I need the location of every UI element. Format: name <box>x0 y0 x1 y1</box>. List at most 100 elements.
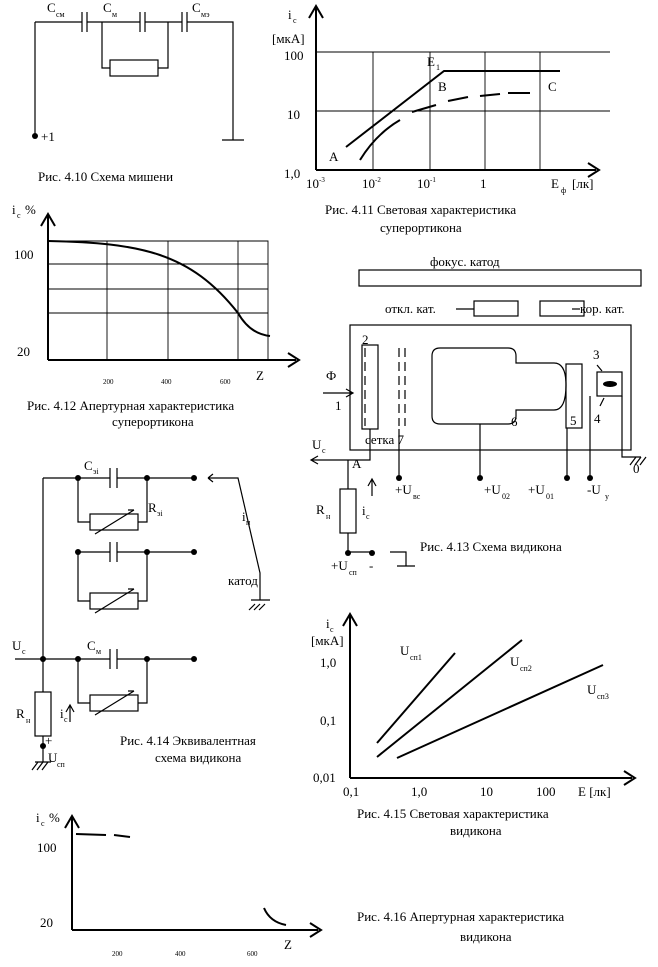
x-label: E [лк] <box>578 784 611 799</box>
y-axis <box>342 612 358 778</box>
usp-label: U <box>48 750 58 765</box>
series-3-sub: сп3 <box>597 692 609 701</box>
x-tick-600: 600 <box>220 378 231 386</box>
y-unit: % <box>49 810 60 825</box>
target-electrode <box>361 344 379 430</box>
c-me-sub: мэ <box>201 10 210 19</box>
x-tick-1: 1,0 <box>411 784 427 799</box>
plus-label: + <box>45 733 52 748</box>
y-tick-100: 100 <box>284 48 304 63</box>
x-tick-1e-2-exp: -2 <box>375 176 381 184</box>
y-unit: [мкА] <box>311 633 344 648</box>
series-2-label: U <box>510 654 520 669</box>
rn-label: R <box>16 706 25 721</box>
fig-4-14-caption-2: схема видикона <box>155 750 241 765</box>
y-axis <box>308 4 324 170</box>
y-tick-10: 10 <box>287 107 300 122</box>
terminal-dot <box>32 133 38 139</box>
mesh-grid <box>398 348 406 426</box>
fig-4-12-aperture-characteristic: i с % 100 20 200 400 600 Z Рис. 4.12 Апе… <box>12 202 301 429</box>
x-label-sub: ф <box>561 186 566 195</box>
x-tick-100: 100 <box>536 784 556 799</box>
dashed-curve-4 <box>479 93 501 97</box>
correct-label: кор. кат. <box>580 301 625 316</box>
load-resistor <box>34 691 52 737</box>
point-a: A <box>329 149 339 164</box>
c-sm-label: С <box>47 0 56 15</box>
x-tick-1e-1-exp: -1 <box>430 176 436 184</box>
grid-7-label: сетка 7 <box>365 432 405 447</box>
in-label: i <box>242 509 246 524</box>
cm-label: С <box>87 638 96 653</box>
fig-4-15-caption-1: Рис. 4.15 Световая характеристика <box>357 806 549 821</box>
output-lead <box>309 429 371 465</box>
u01-label: +U <box>528 482 545 497</box>
label-4: 4 <box>594 411 601 426</box>
series-1-label: U <box>400 643 410 658</box>
cathode-block <box>596 371 623 397</box>
c-sm-sub: см <box>56 10 65 19</box>
deflect-coil <box>473 300 519 317</box>
fig-4-11-light-characteristic: i с [мкА] 100 10 1,0 10 -3 10 -2 10 -1 1… <box>272 4 610 235</box>
ic-sub: с <box>366 512 370 521</box>
uc-sub: с <box>22 647 26 656</box>
y-tick-0-1: 0,1 <box>320 713 336 728</box>
fig-4-16-caption-1: Рис. 4.16 Апертурная характеристика <box>357 909 564 924</box>
label-5: 5 <box>570 413 577 428</box>
usp-sub: сп <box>57 760 66 769</box>
rn-label: R <box>316 502 325 517</box>
x-axis <box>316 162 601 178</box>
y-label: i <box>36 810 40 825</box>
aperture-curve-2 <box>113 834 131 838</box>
x-tick-1: 1 <box>480 176 487 191</box>
fig-4-12-caption-2: суперортикона <box>112 414 194 429</box>
fig-4-16-caption-2: видикона <box>460 929 512 944</box>
point-e1: E <box>427 54 435 69</box>
fig-4-12-caption-1: Рис. 4.12 Апертурная характеристика <box>27 398 234 413</box>
fig-4-14-caption-1: Рис. 4.14 Эквивалентная <box>120 733 256 748</box>
y-tick-1: 1,0 <box>284 166 300 181</box>
y-label: i <box>12 202 16 217</box>
dashed-curve-2 <box>411 104 437 113</box>
aperture-curve-1 <box>75 833 107 836</box>
ic-label: i <box>362 503 366 518</box>
y-label: i <box>326 616 330 631</box>
tube-envelope <box>349 324 632 451</box>
deflect-label: откл. кат. <box>385 301 436 316</box>
y-tick-100: 100 <box>14 247 34 262</box>
cei-label: С <box>84 458 93 473</box>
u02-label: +U <box>484 482 501 497</box>
rn-sub: н <box>326 512 331 521</box>
x-tick-10: 10 <box>480 784 493 799</box>
y-unit: [мкА] <box>272 31 305 46</box>
fig-4-11-caption-2: суперортикона <box>380 220 462 235</box>
x-label: Z <box>284 937 292 952</box>
phi-label: Ф <box>326 368 336 383</box>
c-m-sub: м <box>112 10 117 19</box>
y-axis <box>64 814 80 930</box>
u01-sub: 01 <box>546 492 554 501</box>
rn-sub: н <box>26 716 31 725</box>
u02-sub: 02 <box>502 492 510 501</box>
x-tick-400: 400 <box>175 950 186 958</box>
y-label: i <box>288 7 292 22</box>
y-tick-1: 1,0 <box>320 655 336 670</box>
fig-4-14-equivalent-circuit: С эi R эi i п катод С м U с R н i с + U … <box>12 458 270 771</box>
x-axis <box>48 352 301 368</box>
electrode-5 <box>565 363 583 429</box>
focus-coil <box>358 269 642 287</box>
fig-4-16-vidicon-aperture: i с % 100 20 200 400 600 Z Рис. 4.16 Апе… <box>36 810 564 958</box>
uy-label: -U <box>587 482 601 497</box>
point-b: B <box>438 79 447 94</box>
x-tick-1e-3: 10 <box>306 176 319 191</box>
series-3-label: U <box>587 682 597 697</box>
uy-sub: у <box>605 492 609 501</box>
load-resistor <box>339 488 357 534</box>
uc-sub: с <box>322 446 326 455</box>
series-1-line <box>376 652 456 744</box>
c-m-label: С <box>103 0 112 15</box>
y-tick-20: 20 <box>17 344 30 359</box>
label-2: 2 <box>362 332 369 347</box>
node-a: A <box>352 456 362 471</box>
x-label: Z <box>256 368 264 383</box>
